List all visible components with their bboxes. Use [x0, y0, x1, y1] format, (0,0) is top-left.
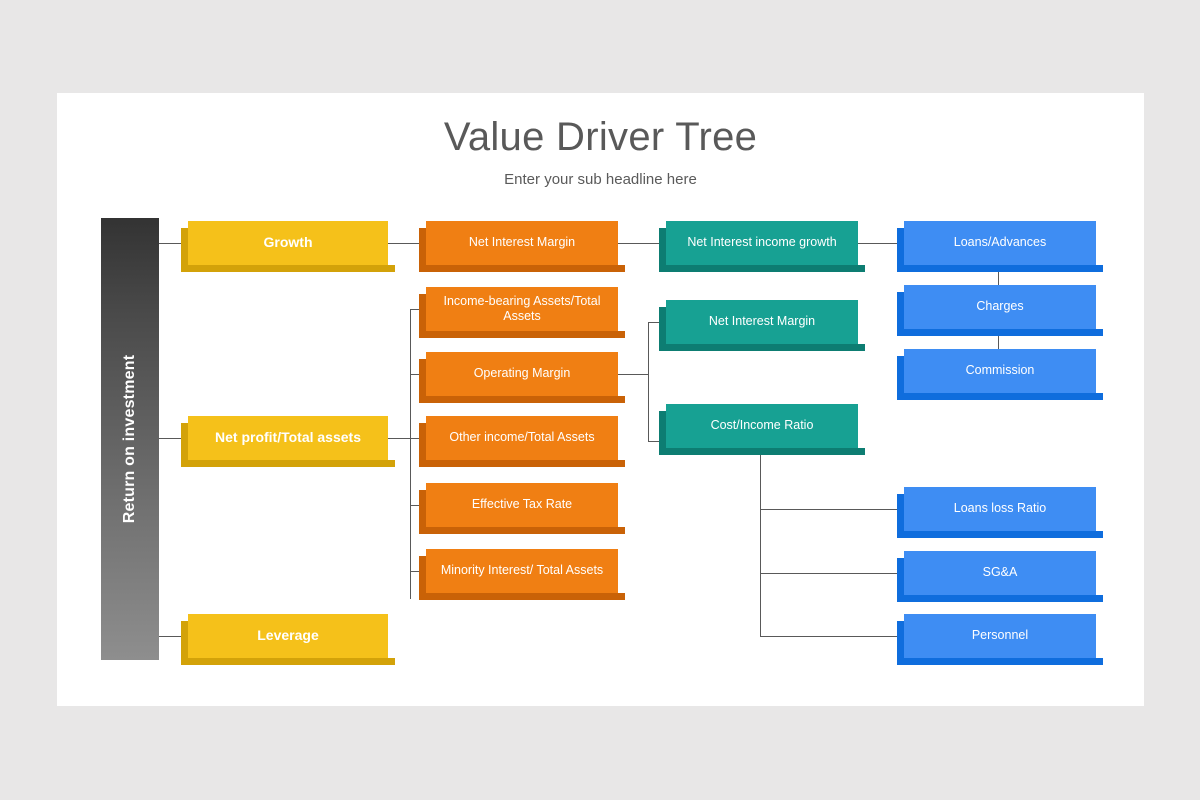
node-commission[interactable]: Commission [897, 349, 1103, 400]
node-effective-tax-rate[interactable]: Effective Tax Rate [419, 483, 625, 534]
connector-netprofit-stub [388, 438, 410, 439]
connector-root-to-growth [159, 243, 181, 244]
node-growth[interactable]: Growth [181, 221, 395, 272]
node-personnel-label: Personnel [971, 628, 1029, 643]
node-personnel[interactable]: Personnel [897, 614, 1103, 665]
node-operating-margin-label: Operating Margin [473, 366, 571, 381]
node-cost-income-ratio-label: Cost/Income Ratio [710, 418, 814, 433]
node-net-interest-margin-l3[interactable]: Net Interest Margin [659, 300, 865, 351]
node-net-profit-total-assets-label: Net profit/Total assets [215, 429, 361, 446]
node-net-profit-total-assets[interactable]: Net profit/Total assets [181, 416, 395, 467]
node-growth-label: Growth [263, 234, 313, 251]
node-loans-loss-ratio-label: Loans loss Ratio [953, 501, 1047, 516]
node-net-interest-margin-l2[interactable]: Net Interest Margin [419, 221, 625, 272]
node-net-interest-income-growth-label: Net Interest income growth [687, 235, 837, 250]
connector-root-to-netprofit [159, 438, 181, 439]
node-loans-advances-label: Loans/Advances [953, 235, 1047, 250]
root-node-label: Return on investment [121, 354, 138, 524]
node-net-interest-income-growth[interactable]: Net Interest income growth [659, 221, 865, 272]
page-title: Value Driver Tree [443, 115, 758, 159]
node-sga-label: SG&A [982, 565, 1018, 580]
connector-cost-income-to-sga [760, 573, 904, 574]
connector-netprofit-to-other-income [410, 438, 426, 439]
connector-netprofit-to-operating-margin [410, 374, 426, 375]
node-charges[interactable]: Charges [897, 285, 1103, 336]
node-net-interest-margin-l2-label: Net Interest Margin [468, 235, 576, 250]
node-commission-label: Commission [965, 363, 1035, 378]
connector-netprofit-to-effective-tax [410, 505, 426, 506]
root-node-return-on-investment[interactable]: Return on investment [101, 218, 159, 660]
node-sga[interactable]: SG&A [897, 551, 1103, 602]
node-charges-label: Charges [976, 299, 1024, 314]
node-income-bearing-assets[interactable]: Income-bearing Assets/Total Assets [419, 287, 625, 338]
connector-nim-to-nii-growth [618, 243, 666, 244]
connector-root-to-leverage [159, 636, 181, 637]
node-loans-loss-ratio[interactable]: Loans loss Ratio [897, 487, 1103, 538]
node-net-interest-margin-l3-label: Net Interest Margin [708, 314, 816, 329]
connector-operating-margin-to-cost-income [648, 441, 666, 442]
node-leverage[interactable]: Leverage [181, 614, 395, 665]
connector-operating-margin-trunk [648, 322, 649, 442]
slide-canvas: Value Driver Tree Enter your sub headlin… [57, 93, 1144, 706]
connector-netprofit-to-income-bearing [410, 309, 426, 310]
node-operating-margin[interactable]: Operating Margin [419, 352, 625, 403]
connector-netprofit-trunk [410, 309, 411, 599]
node-leverage-label: Leverage [257, 627, 319, 644]
node-income-bearing-assets-label: Income-bearing Assets/Total Assets [443, 293, 601, 323]
connector-growth-to-nim [388, 243, 426, 244]
connector-nii-growth-to-loans-advances [858, 243, 904, 244]
page-subtitle: Enter your sub headline here [504, 171, 697, 188]
node-minority-interest-total-assets-label: Minority Interest/ Total Assets [440, 563, 604, 578]
connector-netprofit-to-minority-interest [410, 571, 426, 572]
connector-operating-margin-to-nim-teal [648, 322, 666, 323]
connector-operating-margin-stub [618, 374, 648, 375]
node-cost-income-ratio[interactable]: Cost/Income Ratio [659, 404, 865, 455]
node-effective-tax-rate-label: Effective Tax Rate [471, 497, 573, 512]
connector-loans-advances-to-charges [998, 265, 999, 287]
node-other-income-total-assets-label: Other income/Total Assets [449, 430, 595, 445]
node-minority-interest-total-assets[interactable]: Minority Interest/ Total Assets [419, 549, 625, 600]
connector-charges-to-commission [998, 330, 999, 352]
node-loans-advances[interactable]: Loans/Advances [897, 221, 1103, 272]
node-other-income-total-assets[interactable]: Other income/Total Assets [419, 416, 625, 467]
connector-cost-income-to-loans-loss-ratio [760, 509, 904, 510]
connector-cost-income-trunk [760, 448, 761, 637]
connector-cost-income-to-personnel [760, 636, 904, 637]
